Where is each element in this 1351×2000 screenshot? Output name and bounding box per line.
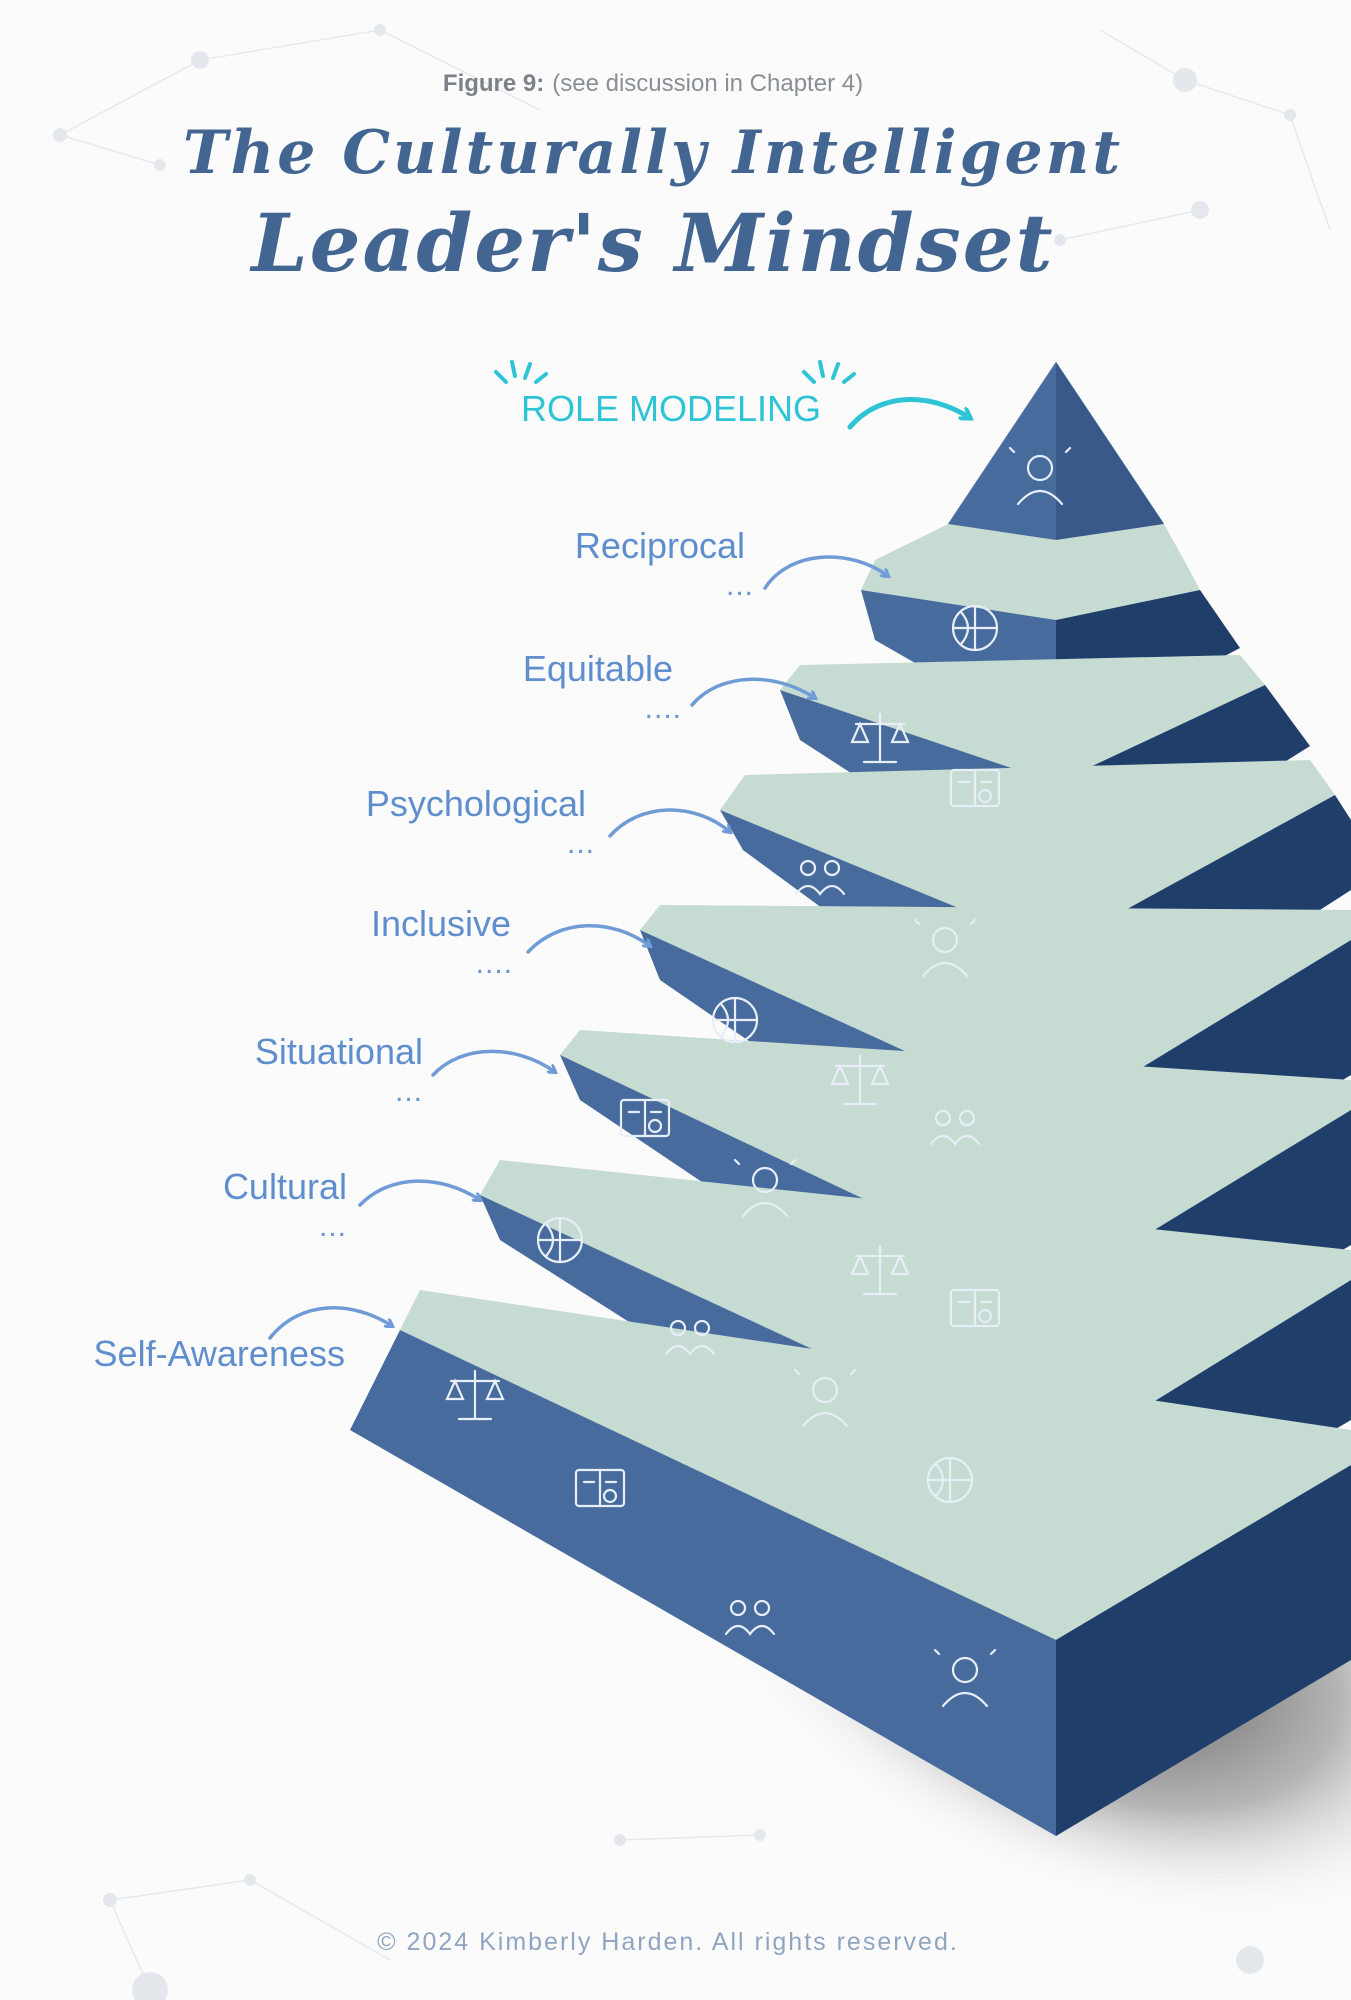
people-exchange-globe-icon [664,1319,716,1356]
level-arrow-2 [690,677,815,707]
pyramid-front-face-7 [350,1330,1056,1836]
level-dots-cultural: ... [318,1210,347,1243]
pyramid-band-3 [720,760,1335,948]
role-modeling-label: ROLE MODELING [521,388,822,429]
crowd-icon [536,1216,584,1264]
mirror-face-icon [445,1369,505,1421]
puzzle-globe-person-icon [733,1158,797,1218]
pyramid-band-top [875,524,1184,578]
sparkle-marks-left [494,360,548,384]
copyright-notice: © 2024 Kimberly Harden. All rights reser… [377,1928,959,1956]
level-arrow-1 [763,555,888,590]
level-label-self-awareness: Self-Awareness [93,1333,345,1374]
pyramid-cap-shade [1056,362,1164,540]
hand-lightbulb-icon [830,1054,890,1106]
pyramid-band-1 [861,560,1200,620]
team-idea-icon [711,996,759,1044]
level-label-situational: Situational [254,1031,423,1072]
sparkle-marks-right [802,360,856,384]
level-label-reciprocal: Reciprocal [574,525,745,566]
handshake-icon [913,918,977,978]
group-badge-icon [929,1109,981,1146]
level-label-equitable: Equitable [522,648,673,689]
title-line-1: The Culturally Intelligent [182,118,1124,188]
pyramid-band-2 [780,655,1265,783]
person-with-stars-icon [1008,446,1072,506]
level-arrow-3 [608,808,730,838]
pyramid-band-7 [400,1290,1351,1640]
pyramid-band-4 [640,905,1351,1120]
figure-caption: Figure 9: (see discussion in Chapter 4) [0,70,1306,98]
network-virus-icon [619,1098,671,1138]
brain-icon [794,859,846,896]
pyramid-band-5 [560,1030,1351,1290]
level-dots-psychological: ... [566,827,595,860]
globe-heads-icon [951,604,999,652]
level-arrow-4 [526,923,650,954]
scales-icon [850,712,910,764]
title-line-2: Leader's Mindset [251,196,1055,290]
level-arrow-6 [358,1179,480,1207]
award-person-icon [724,1599,776,1636]
level-dots-equitable: .... [644,692,682,725]
level-dots-reciprocal: ... [725,569,754,602]
pyramid-side-face-7 [1056,1465,1351,1836]
level-dots-inclusive: .... [475,947,513,980]
level-arrow-7 [268,1306,392,1340]
level-dots-situational: ... [394,1075,423,1108]
level-label-cultural: Cultural [222,1166,347,1207]
level-arrow-5 [431,1049,555,1077]
hand-globe-icon [926,1456,974,1504]
level-label-inclusive: Inclusive [370,903,511,944]
figure-note: (see discussion in Chapter 4) [552,70,864,97]
role-modeling-arrow [847,397,970,430]
figure-label: Figure 9: [442,70,545,97]
location-pin-icon [949,1288,1001,1328]
open-book-icon [949,768,1001,808]
network-people-icon [574,1468,626,1508]
level-label-psychological: Psychological [365,783,586,824]
brain-eye-icon [933,1648,997,1708]
meeting-group-icon [793,1368,857,1428]
pyramid-band-6 [480,1160,1351,1462]
decision-arrows-icon [850,1244,910,1296]
